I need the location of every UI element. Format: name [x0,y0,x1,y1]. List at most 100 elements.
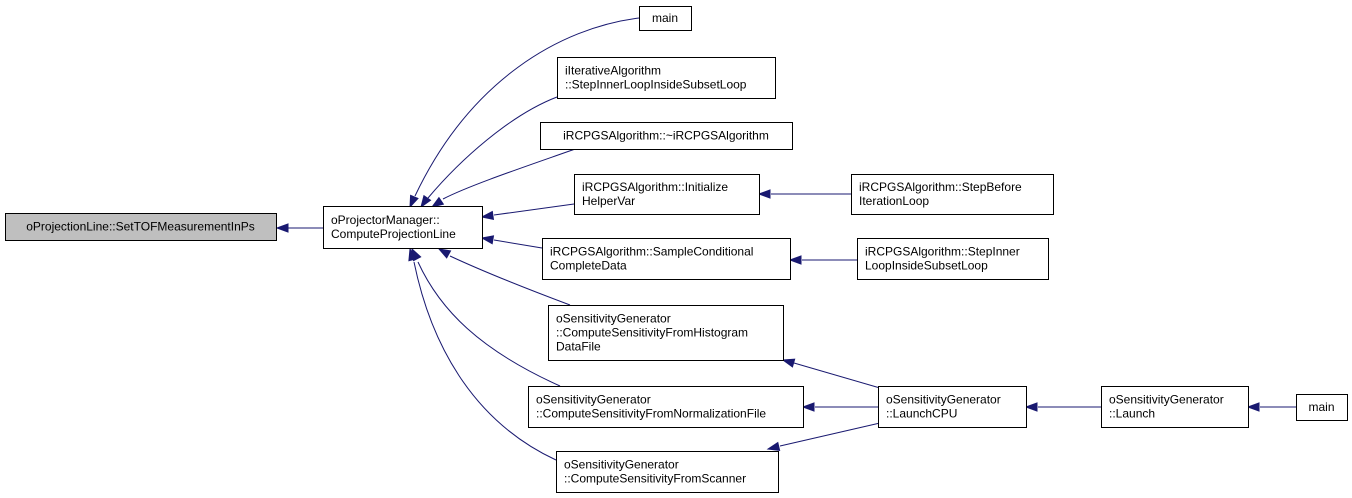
node-rcpgs_step_inner[interactable]: iRCPGSAlgorithm::StepInnerLoopInsideSubs… [857,238,1049,280]
node-sens_histogram[interactable]: oSensitivityGenerator::ComputeSensitivit… [548,305,784,361]
edge-arrow-icon [437,248,452,259]
edge-line [779,422,881,447]
node-sens_scanner[interactable]: oSensitivityGenerator::ComputeSensitivit… [556,451,779,493]
edge-rcpgs_sample-to-compute_projection_line [480,235,543,249]
edge-arrow-icon [420,194,432,209]
node-label-line: main [1308,400,1334,414]
node-label-line: oSensitivityGenerator [1109,393,1224,407]
node-box[interactable] [5,213,277,241]
node-box[interactable] [557,57,776,99]
edge-arrow-icon [480,235,495,245]
node-box[interactable] [1101,386,1249,428]
node-label-line: ::StepInnerLoopInsideSubsetLoop [565,78,747,92]
node-box[interactable] [1296,394,1348,421]
edge-arrow-icon [275,223,289,233]
node-sens_normalization[interactable]: oSensitivityGenerator::ComputeSensitivit… [528,386,804,428]
node-label-line: iIterativeAlgorithm [565,64,661,78]
node-main_bottom[interactable]: main [1296,394,1348,421]
edge-line [449,255,571,306]
edge-sens_normalization-to-compute_projection_line [411,247,561,387]
edge-arrow-icon [430,196,445,208]
node-box[interactable] [556,451,779,493]
node-label-line: main [652,11,678,25]
node-box[interactable] [878,386,1027,428]
node-label-line: HelperVar [582,194,635,208]
edge-line [414,17,640,197]
edge-line [442,147,579,200]
edge-arrow-icon [801,402,815,412]
node-label-line: CompleteData [550,259,627,273]
node-label-line: DataFile [556,340,601,354]
edge-arrow-icon [409,194,419,209]
node-box[interactable] [574,174,760,215]
node-box[interactable] [639,6,692,31]
edge-rcpgs_destructor-to-compute_projection_line [430,147,579,208]
edge-arrow-icon [757,189,771,199]
nodes-layer: oProjectionLine::SetTOFMeasurementInPs oP… [5,6,1348,493]
edges-layer [275,17,1296,461]
node-label-line: ComputeProjectionLine [331,227,456,241]
edge-main_top-to-compute_projection_line [409,17,640,209]
node-label-line: ::Launch [1109,407,1155,421]
node-rcpgs_destructor[interactable]: iRCPGSAlgorithm::~iRCPGSAlgorithm [540,122,793,150]
edge-sens_launch_cpu-to-sens_histogram [781,358,881,389]
edge-rcpgs_initialize-to-compute_projection_line [480,203,575,221]
node-label-line: LoopInsideSubsetLoop [865,259,988,273]
node-box[interactable] [851,174,1054,215]
node-set_tof[interactable]: oProjectionLine::SetTOFMeasurementInPs [5,213,277,241]
node-label-line: oSensitivityGenerator [536,393,651,407]
node-box[interactable] [323,206,483,249]
node-box[interactable] [542,238,791,280]
edge-arrow-icon [480,210,495,221]
edge-sens_scanner-to-compute_projection_line [408,247,557,461]
edge-line [413,261,557,461]
node-box[interactable] [548,305,784,361]
node-label-line: iRCPGSAlgorithm::StepInner [865,245,1020,259]
edge-iterative_step_inner-to-compute_projection_line [420,96,558,209]
edge-line [427,96,558,199]
edge-line [417,261,561,387]
edge-arrow-icon [1246,402,1260,412]
node-sens_launch[interactable]: oSensitivityGenerator::Launch [1101,386,1249,428]
edge-sens_launch-to-sens_launch_cpu [1024,402,1101,412]
edge-sens_launch_cpu-to-sens_normalization [801,402,878,412]
edge-main_bottom-to-sens_launch [1246,402,1296,412]
edge-rcpgs_step_inner-to-rcpgs_sample [788,255,857,265]
edge-line [493,239,543,249]
node-sens_launch_cpu[interactable]: oSensitivityGenerator::LaunchCPU [878,386,1027,428]
node-label-line: IterationLoop [859,194,929,208]
edge-sens_histogram-to-compute_projection_line [437,248,571,306]
node-label-line: ::ComputeSensitivityFromScanner [564,472,746,486]
edge-sens_launch_cpu-to-sens_scanner [766,422,881,451]
edge-arrow-icon [788,255,802,265]
node-iterative_step_inner[interactable]: iIterativeAlgorithm::StepInnerLoopInside… [557,57,776,99]
node-label-line: iRCPGSAlgorithm::SampleConditional [550,245,753,259]
node-label-line: ::LaunchCPU [886,407,957,421]
node-box[interactable] [528,386,804,428]
node-label-line: oSensitivityGenerator [886,393,1001,407]
edge-line [793,362,881,389]
edge-arrow-icon [766,441,781,451]
node-box[interactable] [857,238,1049,280]
edge-compute_projection_line-to-set_tof [275,223,323,233]
node-label-line: oProjectorManager:: [331,213,440,227]
edge-rcpgs_step_before-to-rcpgs_initialize [757,189,851,199]
node-label-line: oProjectionLine::SetTOFMeasurementInPs [26,220,255,234]
node-label-line: iRCPGSAlgorithm::~iRCPGSAlgorithm [563,129,769,143]
node-box[interactable] [540,122,793,150]
node-main_top[interactable]: main [639,6,692,31]
node-label-line: iRCPGSAlgorithm::Initialize [582,180,728,194]
edge-arrow-icon [781,358,796,368]
node-compute_projection_line[interactable]: oProjectorManager::ComputeProjectionLine [323,206,483,249]
node-label-line: oSensitivityGenerator [564,458,679,472]
node-label-line: iRCPGSAlgorithm::StepBefore [859,180,1022,194]
node-label-line: ::ComputeSensitivityFromNormalizationFil… [536,407,766,421]
edge-arrow-icon [408,247,418,262]
node-rcpgs_sample[interactable]: iRCPGSAlgorithm::SampleConditionalComple… [542,238,791,280]
node-label-line: oSensitivityGenerator [556,312,671,326]
edge-arrow-icon [1024,402,1038,412]
edge-line [493,203,575,216]
